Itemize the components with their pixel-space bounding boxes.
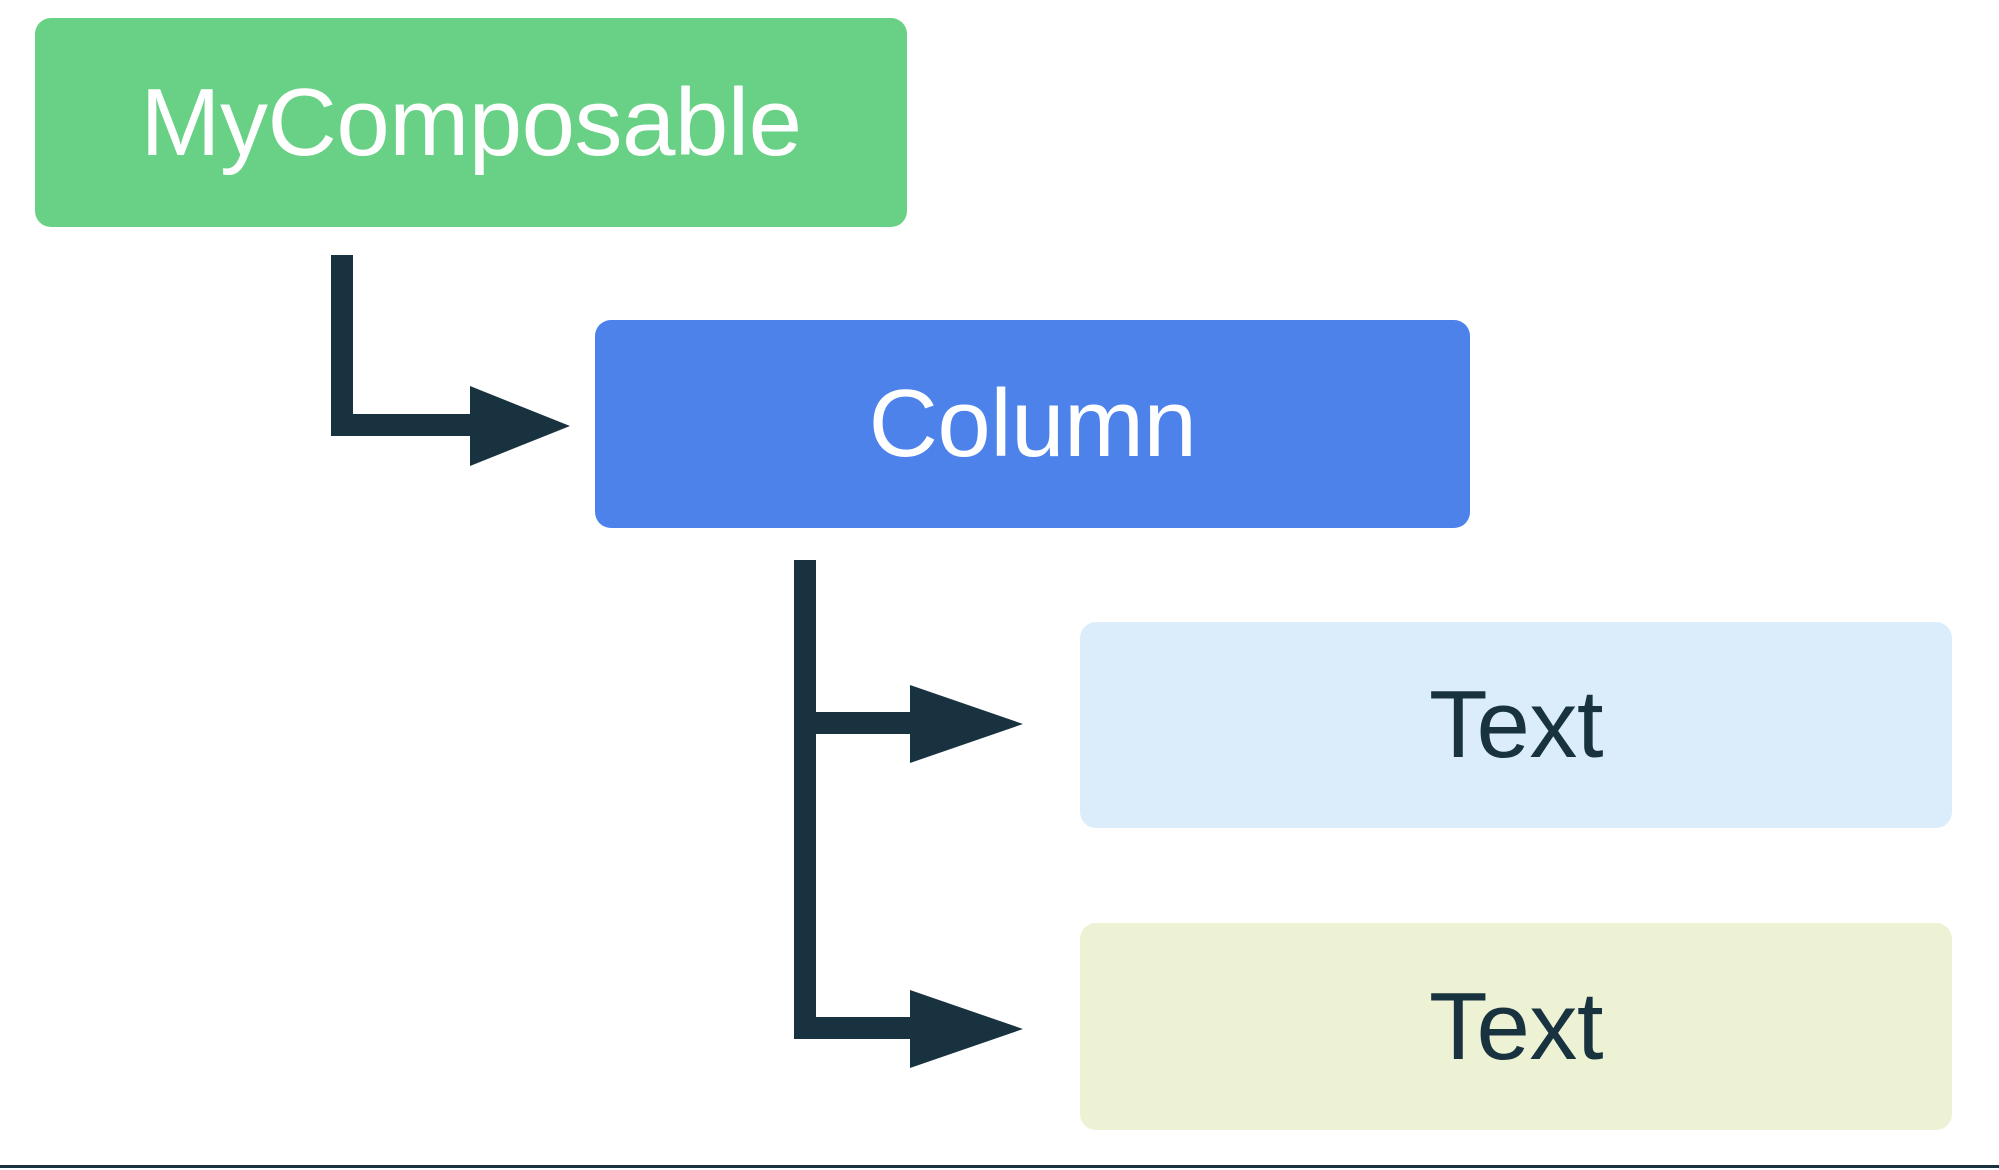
edge-column-to-text-1 (794, 560, 1023, 763)
node-text-1-label: Text (1428, 671, 1604, 778)
arrowhead-icon (910, 990, 1023, 1068)
node-mycomposable-label: MyComposable (140, 68, 802, 176)
node-text-2-label: Text (1428, 972, 1604, 1080)
arrowhead-icon (470, 386, 570, 466)
edge-mycomposable-to-column (331, 255, 570, 466)
node-column[interactable]: Column (595, 320, 1470, 528)
node-mycomposable[interactable]: MyComposable (35, 18, 907, 227)
node-column-label: Column (868, 370, 1197, 477)
node-text-2[interactable]: Text (1080, 923, 1952, 1130)
arrowhead-icon (910, 685, 1023, 763)
node-text-1[interactable]: Text (1080, 622, 1952, 828)
bottom-divider (0, 1165, 1999, 1168)
edge-column-to-text-2 (794, 723, 1023, 1068)
